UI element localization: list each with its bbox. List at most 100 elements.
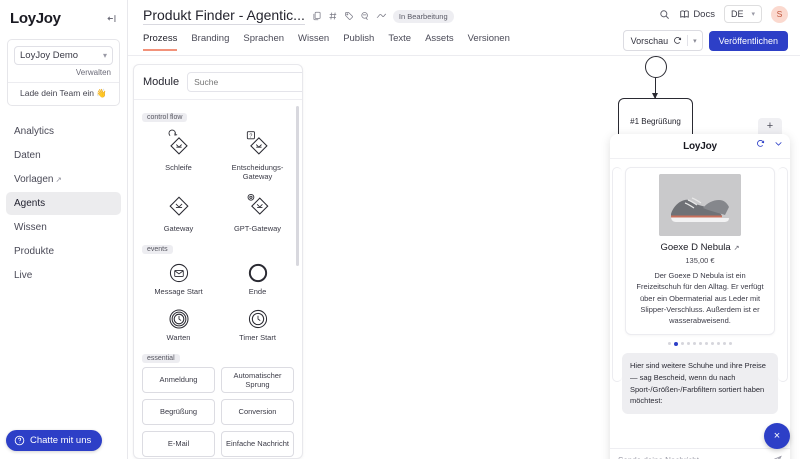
message-start-icon — [169, 264, 188, 283]
module-shape-timer-start[interactable]: Timer Start — [221, 304, 294, 347]
send-icon[interactable] — [771, 455, 782, 459]
wait-event-icon — [168, 308, 189, 329]
tab-assets[interactable]: Assets — [425, 33, 454, 44]
language-select[interactable]: DE ▾ — [723, 5, 762, 23]
timer-start-icon — [248, 309, 267, 328]
chevron-down-icon[interactable]: ▾ — [693, 37, 697, 45]
carousel-dot[interactable] — [693, 342, 696, 346]
carousel-dot[interactable] — [668, 342, 671, 346]
title-icon-group: In Bearbeitung — [312, 9, 454, 23]
tab-wissen[interactable]: Wissen — [298, 33, 330, 44]
product-card-next-peek[interactable] — [778, 167, 788, 382]
tab-bar: Prozess Branding Sprachen Wissen Publish… — [143, 33, 510, 51]
preview-button[interactable]: Vorschau ▾ — [622, 30, 703, 51]
sidebar-item-wissen[interactable]: Wissen — [6, 216, 121, 239]
tab-branding[interactable]: Branding — [191, 33, 230, 44]
section-label-events: events — [142, 245, 173, 255]
analytics-icon[interactable] — [376, 11, 387, 21]
carousel-dot[interactable] — [729, 342, 732, 346]
module-shape-label: Timer Start — [239, 332, 276, 342]
carousel-dot[interactable] — [681, 342, 684, 346]
chat-input-placeholder: Sende deine Nachricht ... — [618, 456, 708, 459]
module-button-email[interactable]: E-Mail — [142, 430, 215, 457]
carousel-dot[interactable] — [717, 342, 720, 346]
sidebar-item-label: Daten — [14, 150, 41, 161]
workspace-select[interactable]: LoyJoy Demo ▾ — [14, 46, 113, 65]
module-button-anmeldung[interactable]: Anmeldung — [142, 366, 215, 393]
sidebar-item-produkte[interactable]: Produkte — [6, 240, 121, 263]
question-mark-icon — [14, 435, 25, 446]
tab-publish[interactable]: Publish — [343, 33, 375, 44]
tab-prozess[interactable]: Prozess — [143, 33, 178, 51]
sidebar-brand-row: LoyJoy — [0, 0, 127, 33]
tag-icon[interactable] — [344, 11, 354, 21]
flow-node-start-event[interactable] — [644, 56, 667, 78]
hash-icon[interactable] — [328, 11, 338, 21]
carousel-dot[interactable] — [711, 342, 714, 346]
chevron-down-icon[interactable] — [774, 139, 783, 148]
sidebar-item-analytics[interactable]: Analytics — [6, 120, 121, 143]
sidebar-item-label: Wissen — [14, 222, 47, 233]
flow-canvas[interactable]: #1 Begrüßung #2 Agentic AI + LoyJoy — [308, 56, 800, 459]
collapse-panel-icon[interactable] — [106, 13, 117, 24]
avatar[interactable]: S — [771, 5, 788, 23]
module-shape-label: GPT-Gateway — [233, 223, 282, 233]
sidebar-item-label: Analytics — [14, 126, 55, 137]
carousel-dot[interactable] — [705, 342, 708, 346]
refresh-icon[interactable] — [756, 139, 765, 148]
module-shape-entscheidungs-gateway[interactable]: ? Entscheidungs-Gateway — [221, 126, 294, 187]
sidebar: LoyJoy LoyJoy Demo ▾ Verwalten Lade dein… — [0, 0, 128, 459]
search-icon[interactable] — [659, 9, 670, 20]
module-shape-gpt-gateway[interactable]: GPT-Gateway — [221, 189, 294, 238]
module-button-begruessung[interactable]: Begrüßung — [142, 398, 215, 425]
product-card-prev-peek[interactable] — [612, 167, 622, 382]
module-shape-message-start[interactable]: Message Start — [142, 258, 215, 301]
sidebar-item-agents[interactable]: Agents — [6, 192, 121, 215]
carousel-dot[interactable] — [723, 342, 726, 346]
chat-add-tab-button[interactable]: + — [758, 118, 782, 134]
product-price: 135,00 € — [685, 256, 715, 265]
book-icon — [680, 10, 690, 18]
sidebar-item-vorlagen[interactable]: Vorlagen↗ — [6, 168, 121, 191]
sidebar-item-daten[interactable]: Daten — [6, 144, 121, 167]
essential-grid: Anmeldung Automatischer Sprung Begrüßung… — [142, 366, 294, 458]
module-panel-scrollbar[interactable] — [296, 106, 299, 266]
module-shape-gateway[interactable]: Gateway — [142, 189, 215, 238]
module-shape-ende[interactable]: Ende — [221, 258, 294, 301]
carousel-dot[interactable] — [687, 342, 690, 346]
language-value: DE — [730, 9, 744, 19]
docs-button[interactable]: Docs — [679, 9, 715, 20]
docs-label: Docs — [693, 8, 715, 20]
shoe-image — [659, 174, 741, 236]
tab-sprachen[interactable]: Sprachen — [243, 33, 285, 44]
module-search-input[interactable] — [187, 72, 302, 92]
workspace-card: LoyJoy Demo ▾ Verwalten Lade dein Team e… — [7, 39, 120, 106]
workspace-manage-link[interactable]: Verwalten — [75, 68, 111, 77]
module-button-conversion[interactable]: Conversion — [221, 398, 294, 425]
invite-team-link[interactable]: Lade dein Team ein 👋 — [20, 88, 107, 98]
close-widget-button[interactable]: × — [764, 423, 790, 449]
tab-versionen[interactable]: Versionen — [467, 33, 510, 44]
external-link-icon[interactable]: ↗ — [733, 244, 740, 252]
chat-with-us-button[interactable]: Chatte mit uns — [6, 430, 103, 451]
module-shape-schleife[interactable]: Schleife — [142, 126, 215, 187]
carousel-dot[interactable] — [699, 342, 702, 346]
publish-button[interactable]: Veröffentlichen — [708, 30, 788, 51]
sidebar-item-live[interactable]: Live — [6, 264, 121, 287]
module-button-automatischer-sprung[interactable]: Automatischer Sprung — [221, 366, 294, 393]
flow-connector — [652, 78, 658, 99]
product-card[interactable]: Goexe D Nebula ↗ 135,00 € Der Goexe D Ne… — [625, 167, 775, 336]
tab-texte[interactable]: Texte — [388, 33, 412, 44]
workspace-name: LoyJoy Demo — [20, 50, 79, 61]
chat-input-row[interactable]: Sende deine Nachricht ... — [610, 448, 790, 459]
module-shape-warten[interactable]: Warten — [142, 304, 215, 347]
copy-icon[interactable] — [312, 11, 322, 21]
carousel-dot-active[interactable] — [674, 342, 678, 347]
module-button-einfache-nachricht[interactable]: Einfache Nachricht — [221, 430, 294, 457]
title-row: Produkt Finder - Agentic... — [143, 7, 454, 25]
refresh-icon — [674, 37, 682, 44]
page-title[interactable]: Produkt Finder - Agentic... — [143, 7, 305, 25]
clone-icon[interactable] — [360, 11, 370, 21]
chevron-down-icon: ▾ — [751, 11, 755, 18]
chat-widget: LoyJoy — [610, 134, 790, 459]
